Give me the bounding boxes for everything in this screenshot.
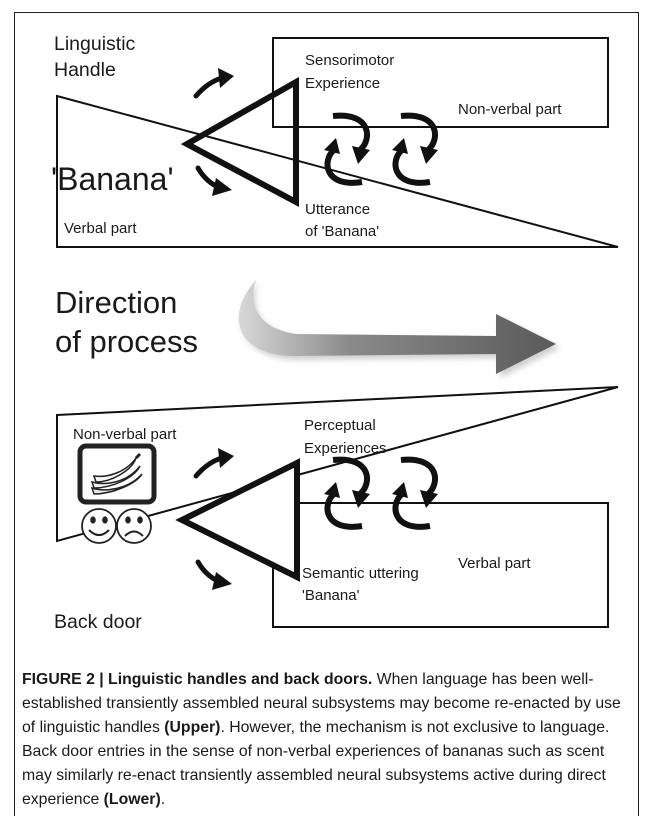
perceptual-label-2: Experiences [304,440,387,457]
frowny-icon [116,508,152,544]
caption-text-1: When language has been well-established … [22,671,621,736]
direction-arrow-icon [238,280,560,378]
curved-arrow-up-icon [193,68,234,99]
handle-triangle-lower [175,458,300,582]
caption-upper-ref: (Upper) [164,719,221,736]
caption-text-3: . [160,791,166,808]
verbal-label-upper: Verbal part [64,220,137,237]
perceptual-label-1: Perceptual [304,417,376,434]
curved-arrow-up-icon [193,448,234,479]
figure-caption: FIGURE 2 | Linguistic handles and back d… [22,668,632,812]
sensorimotor-label-1: Sensorimotor [305,52,394,69]
linguistic-handle-label-2: Handle [54,59,116,81]
non-verbal-box-upper [272,37,609,128]
curved-arrow-down-icon [195,165,232,196]
back-door-label: Back door [54,611,142,633]
figure-frame [14,12,639,816]
utterance-label-2: of 'Banana' [305,223,379,240]
caption-text-2: . However, the mechanism is not exclusiv… [22,719,610,808]
verbal-wedge-upper [56,94,619,248]
semantic-label-1: Semantic uttering [302,565,419,582]
verbal-label-lower: Verbal part [458,555,531,572]
semantic-label-2: 'Banana' [302,587,360,604]
direction-label-1: Direction [55,285,177,320]
cycle-arrows-icon [324,456,438,530]
non-verbal-wedge-lower [56,386,619,543]
sensorimotor-label-2: Experience [305,75,380,92]
caption-lower-ref: (Lower) [103,791,161,808]
banana-word: 'Banana' [51,161,174,197]
banana-icon [77,443,157,505]
verbal-box-lower [272,502,609,628]
handle-triangle-upper [180,76,299,207]
non-verbal-label-upper: Non-verbal part [458,101,562,118]
linguistic-handle-label-1: Linguistic [54,33,136,55]
direction-label-2: of process [55,324,198,359]
caption-label: FIGURE 2 | Linguistic handles and back d… [22,671,373,688]
diagram: Linguistic Handle Sensorimotor Experienc… [51,33,619,633]
curved-arrow-down-icon [195,559,232,590]
non-verbal-label-lower: Non-verbal part [73,426,177,443]
smiley-icon [81,508,117,544]
utterance-label-1: Utterance [305,201,370,218]
cycle-arrows-icon [324,112,438,186]
